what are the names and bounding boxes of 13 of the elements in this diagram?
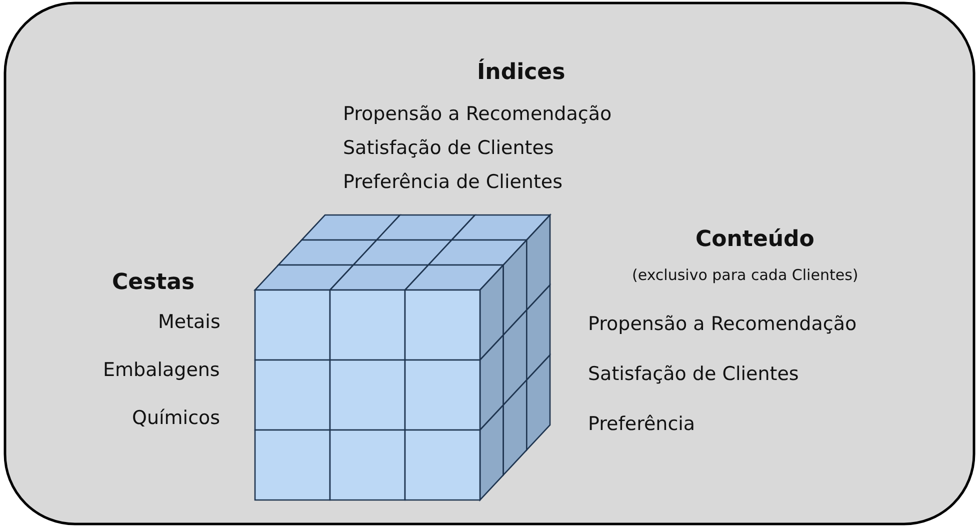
list-item: Embalagens: [103, 359, 220, 382]
list-item: Químicos: [132, 407, 220, 430]
note: (exclusivo para cada Clientes): [632, 266, 858, 284]
list-item: Propensão a Recomendação: [588, 313, 857, 336]
list-item: Preferência de Clientes: [343, 171, 563, 194]
heading: Cestas: [112, 270, 195, 296]
list-item: Satisfação de Clientes: [588, 363, 799, 386]
list-item: Metais: [158, 311, 220, 334]
heading: Índices: [477, 60, 566, 86]
list-item: Satisfação de Clientes: [343, 137, 554, 160]
list-item: Preferência: [588, 413, 696, 436]
heading: Conteúdo: [696, 227, 814, 254]
list-item: Propensão a Recomendação: [343, 103, 612, 126]
